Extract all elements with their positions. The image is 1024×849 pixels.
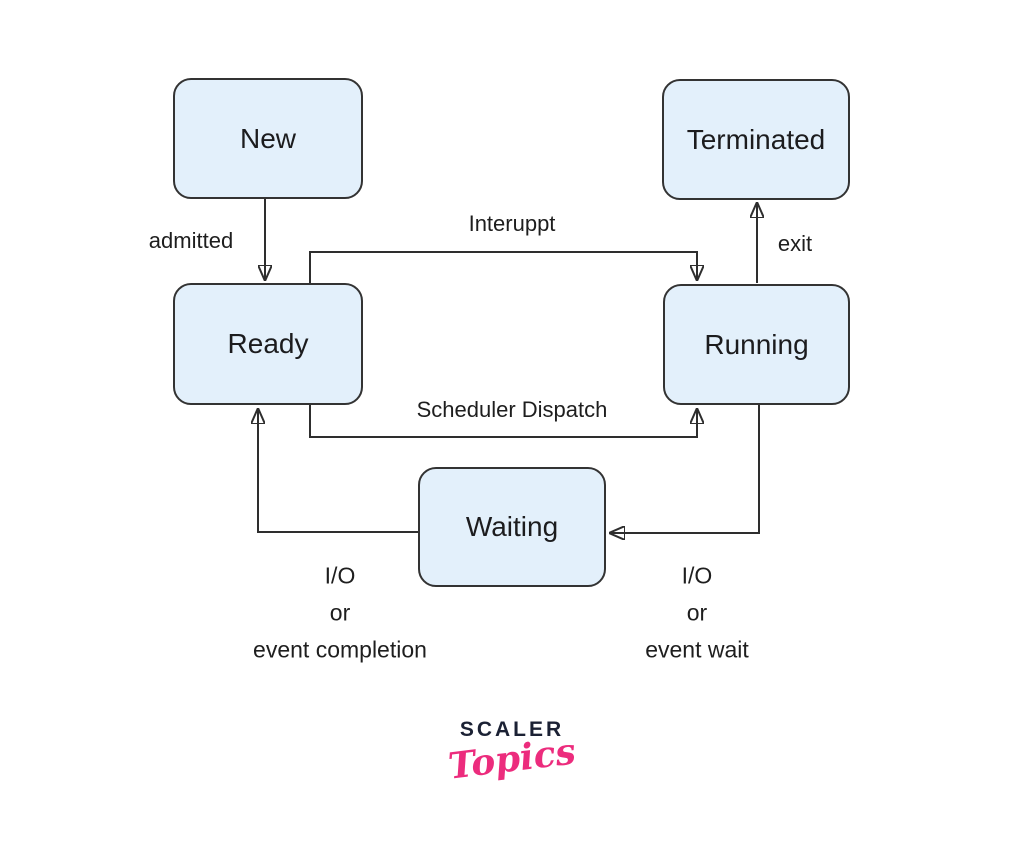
state-node-terminated: Terminated	[662, 79, 850, 200]
scaler-topics-logo: SCALER Topics	[446, 718, 578, 788]
state-node-new-label: New	[239, 122, 296, 154]
edge-label-io-event-wait: I/O or event wait	[645, 558, 749, 669]
edge-io-event-wait-arrow	[610, 405, 760, 533]
state-node-terminated-label: Terminated	[686, 123, 826, 155]
edge-label-line: I/O	[324, 562, 356, 589]
edge-label-line: event completion	[253, 636, 427, 663]
state-node-new: New	[173, 78, 363, 199]
edge-label-io-event-completion: I/O or event completion	[253, 558, 427, 669]
state-node-ready-label: Ready	[227, 328, 309, 359]
edge-label-line: or	[329, 599, 351, 626]
edge-label-line: event wait	[645, 636, 749, 663]
state-node-running-label: Running	[704, 328, 809, 360]
edge-interuppt-arrow	[309, 251, 697, 283]
edge-scheduler-dispatch-arrow	[309, 405, 697, 438]
edge-label-exit: exit	[777, 231, 813, 256]
state-node-ready: Ready	[173, 283, 363, 405]
logo-brand-text: SCALER	[459, 718, 565, 741]
edge-label-interuppt: Interuppt	[468, 211, 556, 236]
edge-label-line: I/O	[681, 562, 713, 589]
state-node-waiting: Waiting	[418, 467, 606, 587]
edge-label-scheduler-dispatch: Scheduler Dispatch	[416, 397, 608, 422]
edge-label-line: or	[686, 599, 708, 626]
edge-io-event-completion-arrow	[258, 409, 418, 533]
edge-label-admitted: admitted	[148, 228, 234, 253]
state-node-waiting-label: Waiting	[465, 511, 559, 542]
state-node-running: Running	[663, 284, 850, 405]
